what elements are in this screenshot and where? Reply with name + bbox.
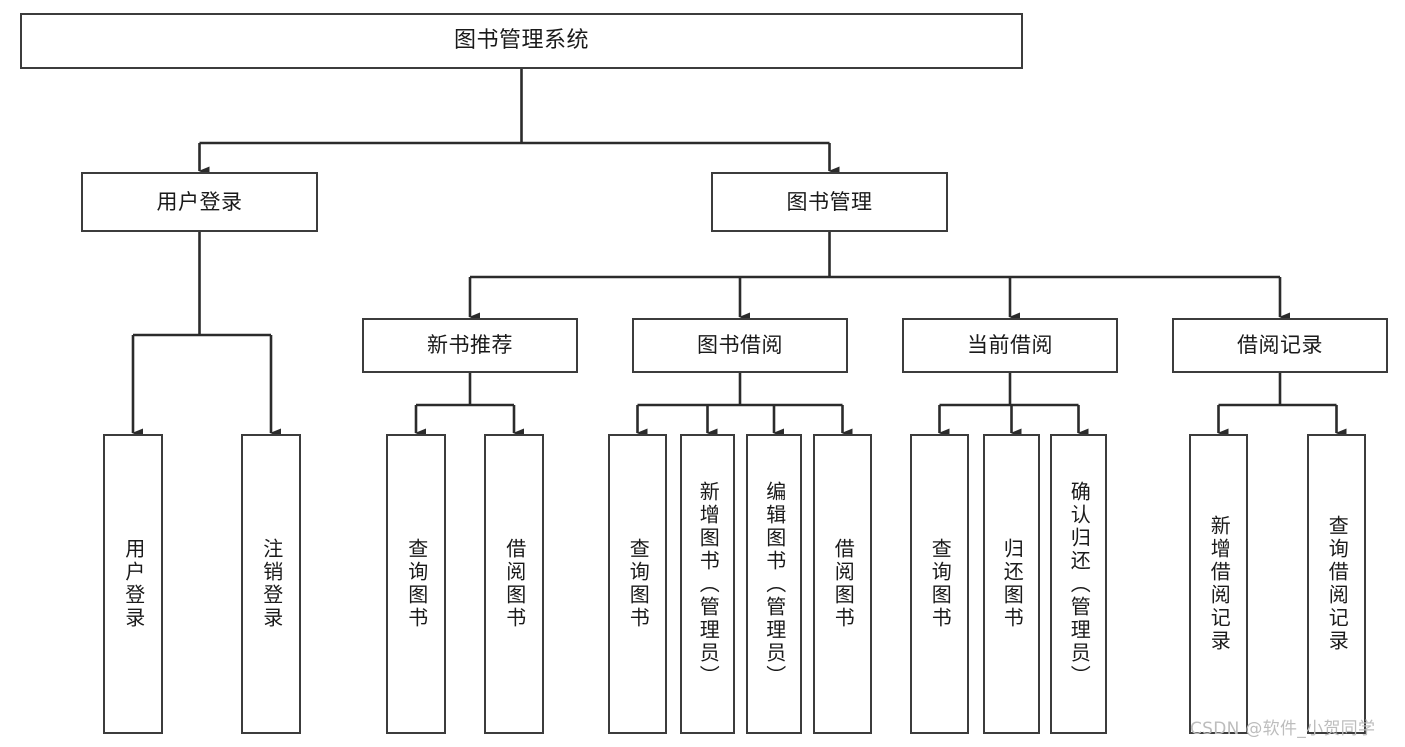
node-label: 编辑图书（管理员） xyxy=(762,480,787,688)
leaf-record-query-borrow-record[interactable]: 查询借阅记录 xyxy=(1307,434,1366,734)
leaf-current-query-book[interactable]: 查询图书 xyxy=(910,434,969,734)
leaf-recommend-query-book[interactable]: 查询图书 xyxy=(386,434,446,734)
node-label: 图书借阅 xyxy=(697,333,783,358)
node-label: 用户登录 xyxy=(156,189,243,214)
node-label: 新增借阅记录 xyxy=(1207,515,1232,653)
node-root-system[interactable]: 图书管理系统 xyxy=(20,13,1023,69)
leaf-record-add-borrow-record[interactable]: 新增借阅记录 xyxy=(1189,434,1248,734)
leaf-recommend-borrow-book[interactable]: 借阅图书 xyxy=(484,434,544,734)
node-user-login[interactable]: 用户登录 xyxy=(81,172,318,232)
node-current-borrowing[interactable]: 当前借阅 xyxy=(902,318,1118,373)
leaf-current-confirm-return-admin[interactable]: 确认归还（管理员） xyxy=(1050,434,1107,734)
watermark-text: CSDN @软件_小贺同学 xyxy=(1190,719,1376,739)
node-label: 图书管理系统 xyxy=(453,28,589,54)
node-label: 用户登录 xyxy=(121,538,146,630)
node-label: 借阅图书 xyxy=(502,538,527,630)
leaf-borrow-borrow-book[interactable]: 借阅图书 xyxy=(813,434,872,734)
node-new-book-recommendation[interactable]: 新书推荐 xyxy=(362,318,578,373)
node-label: 查询图书 xyxy=(626,538,651,630)
node-label: 确认归还（管理员） xyxy=(1067,480,1092,688)
node-borrowing-records[interactable]: 借阅记录 xyxy=(1172,318,1388,373)
node-label: 借阅图书 xyxy=(831,538,856,630)
leaf-borrow-query-book[interactable]: 查询图书 xyxy=(608,434,667,734)
node-label: 借阅记录 xyxy=(1237,333,1323,358)
node-label: 图书管理 xyxy=(786,189,873,214)
node-label: 新书推荐 xyxy=(427,333,513,358)
node-book-borrowing[interactable]: 图书借阅 xyxy=(632,318,848,373)
node-book-management[interactable]: 图书管理 xyxy=(711,172,948,232)
leaf-user-logout[interactable]: 注销登录 xyxy=(241,434,301,734)
leaf-borrow-edit-book-admin[interactable]: 编辑图书（管理员） xyxy=(746,434,802,734)
leaf-user-login[interactable]: 用户登录 xyxy=(103,434,163,734)
node-label: 查询借阅记录 xyxy=(1325,515,1350,653)
node-label: 当前借阅 xyxy=(967,333,1053,358)
leaf-borrow-add-book-admin[interactable]: 新增图书（管理员） xyxy=(680,434,735,734)
leaf-current-return-book[interactable]: 归还图书 xyxy=(983,434,1040,734)
node-label: 归还图书 xyxy=(1000,538,1025,630)
node-label: 新增图书（管理员） xyxy=(696,480,721,688)
node-label: 查询图书 xyxy=(404,538,429,630)
node-label: 注销登录 xyxy=(259,538,284,630)
node-label: 查询图书 xyxy=(928,538,953,630)
